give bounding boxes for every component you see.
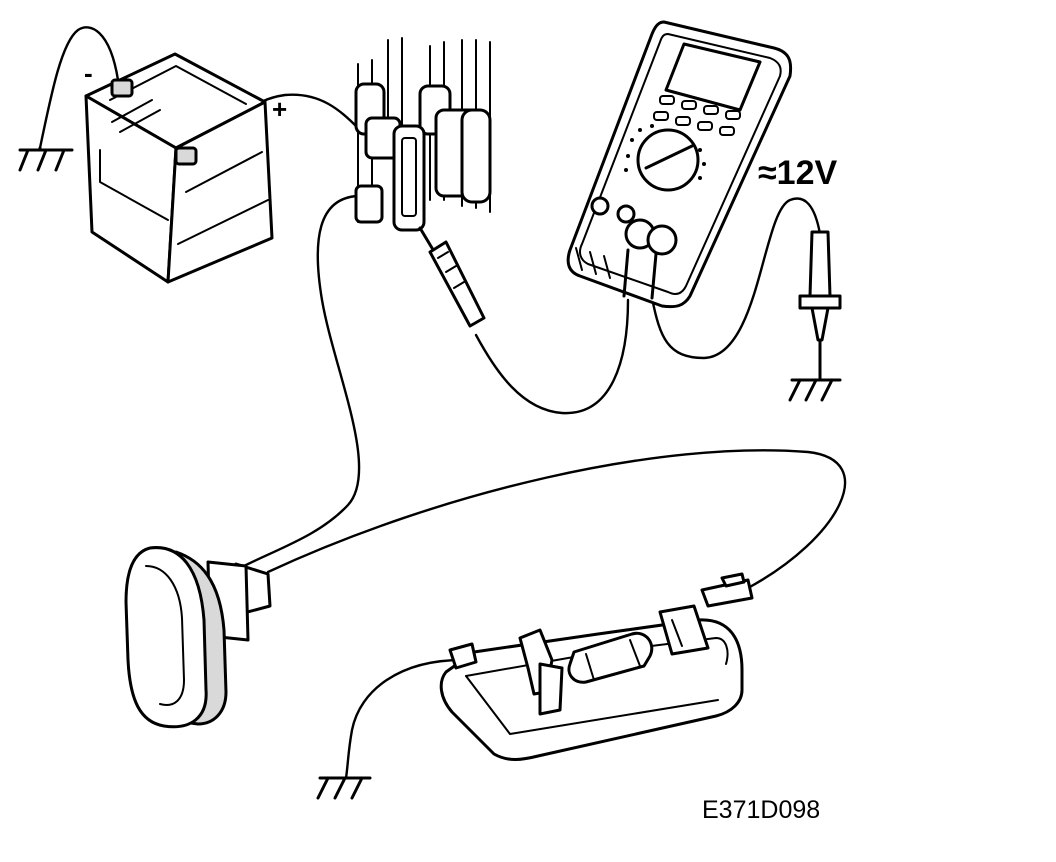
multimeter [566,20,793,309]
wire-battery-negative-to-ground [38,26,120,150]
fuse-box [354,37,492,232]
wire-switch-to-lamp [266,449,847,590]
figure-code-label: E371D098 [702,796,820,824]
wire-meter-to-ground-probe [650,197,822,360]
switch [124,546,272,729]
multimeter-v-jack [646,224,678,256]
multimeter-selector-dial [636,128,700,192]
multimeter-display [664,42,762,112]
wire-lamp-to-ground [344,658,464,780]
lamp-bulb [567,631,654,684]
battery-negative-label: - [84,58,93,88]
test-probe [418,226,486,328]
fuse-being-probed [392,124,426,232]
ground-symbol-lamp [316,776,372,800]
switch-rocker [124,546,208,729]
multimeter-buttons [653,95,741,136]
battery-positive-label: + [272,94,287,124]
battery: - + [84,52,287,284]
wire-probe-to-meter [474,298,630,415]
wire-fuse-to-switch [242,194,361,568]
voltage-reading-label: ≈12V [758,154,837,192]
lamp-assembly [439,572,754,761]
lamp-housing [439,618,744,761]
ground-probe [798,230,842,382]
ground-symbol-probe [788,378,842,402]
ground-symbol-battery [18,146,74,172]
